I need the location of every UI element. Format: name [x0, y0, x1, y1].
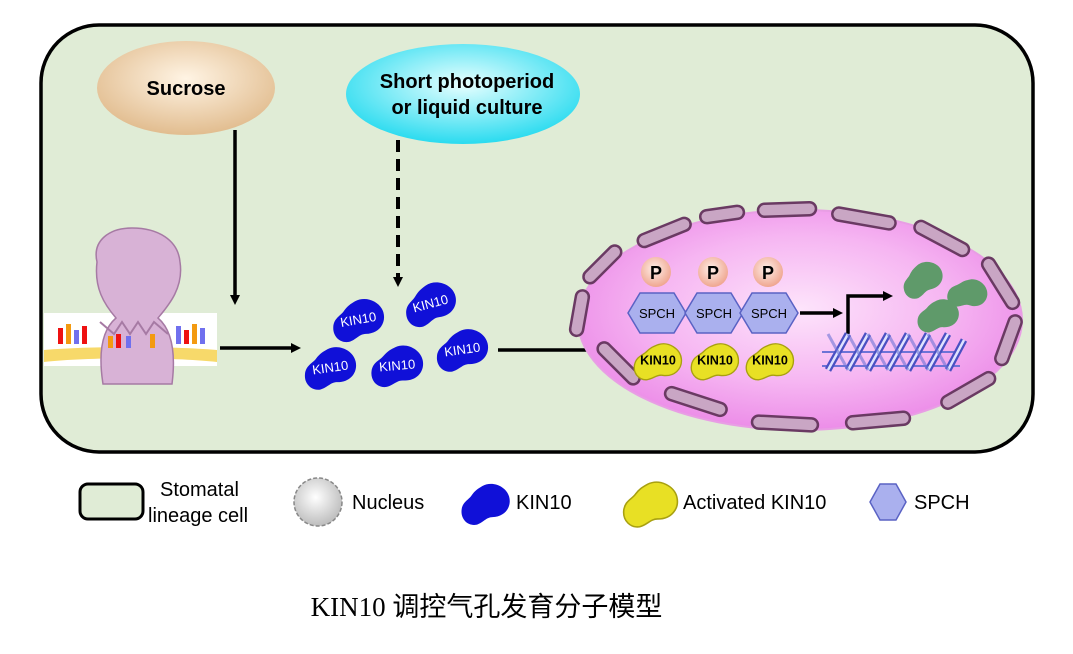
legend-activated-kin10-label: Activated KIN10: [683, 492, 826, 514]
legend-cell-label-line1: Stomatal: [160, 479, 239, 501]
photoperiod-label-line1: Short photoperiod: [380, 71, 554, 93]
photoperiod-label-line2: or liquid culture: [391, 97, 542, 119]
phosphate-group: P: [698, 257, 728, 287]
kin10-protein: KIN10: [328, 295, 388, 345]
membrane-lipids-inner: [108, 334, 155, 348]
nucleus: P P P SPCH SPCH SPCH KIN10: [568, 200, 1023, 433]
legend-nucleus-label: Nucleus: [352, 492, 424, 514]
spch-protein: SPCH: [739, 292, 799, 334]
legend-cell-label-line2: lineage cell: [148, 505, 248, 527]
kin10-protein: KIN10: [369, 343, 425, 389]
legend-kin10-icon: [457, 480, 514, 527]
legend-kin10-label: KIN10: [516, 492, 572, 514]
nuclear-envelope-segments: [568, 200, 1023, 433]
spch-protein: SPCH: [627, 292, 687, 334]
sucrose-signal: Sucrose: [97, 41, 275, 135]
activated-kin10-protein: KIN10: [690, 343, 740, 381]
activated-kin10-label: KIN10: [640, 354, 676, 368]
kin10-protein: KIN10: [301, 344, 359, 392]
activated-kin10-protein: KIN10: [633, 343, 683, 381]
phosphate-label: P: [650, 263, 662, 283]
spch-protein: SPCH: [684, 292, 744, 334]
legend-spch-icon: [869, 483, 907, 521]
activated-kin10-label: KIN10: [752, 354, 788, 368]
sugar-transporter: [44, 227, 217, 385]
legend-activated-kin10-icon: [619, 478, 682, 530]
legend-item-cell: Stomatal lineage cell: [78, 479, 248, 527]
activated-kin10-protein: KIN10: [745, 343, 795, 381]
legend-item-kin10: KIN10: [457, 480, 572, 527]
legend: Stomatal lineage cell Nucleus KIN10 Acti…: [78, 477, 970, 530]
kin10-label: KIN10: [311, 358, 349, 378]
sucrose-label: Sucrose: [147, 78, 226, 100]
spch-label: SPCH: [696, 306, 732, 321]
kin10-label: KIN10: [378, 356, 415, 374]
phosphate-label: P: [762, 263, 774, 283]
legend-item-activated-kin10: Activated KIN10: [619, 478, 826, 530]
figure-caption: KIN10 调控气孔发育分子模型: [0, 585, 1073, 624]
activated-kin10-label: KIN10: [697, 354, 733, 368]
legend-spch-label: SPCH: [914, 492, 970, 514]
legend-item-spch: SPCH: [869, 483, 970, 521]
phosphate-group: P: [641, 257, 671, 287]
spch-label: SPCH: [751, 306, 787, 321]
legend-item-nucleus: Nucleus: [293, 477, 424, 527]
legend-cell-swatch: [78, 482, 145, 521]
legend-nucleus-icon: [293, 477, 343, 527]
kin10-protein: KIN10: [433, 326, 491, 374]
dna-double-helix: [822, 332, 968, 372]
kin10-label: KIN10: [443, 340, 481, 360]
kin10-protein: KIN10: [399, 277, 461, 331]
phosphate-label: P: [707, 263, 719, 283]
transcription-start-arrow: [846, 291, 893, 334]
phosphate-group: P: [753, 257, 783, 287]
figure-caption-text: KIN10 调控气孔发育分子模型: [310, 592, 663, 622]
photoperiod-signal: Short photoperiod or liquid culture: [346, 44, 580, 144]
kin10-label: KIN10: [339, 309, 377, 330]
spch-label: SPCH: [639, 306, 675, 321]
